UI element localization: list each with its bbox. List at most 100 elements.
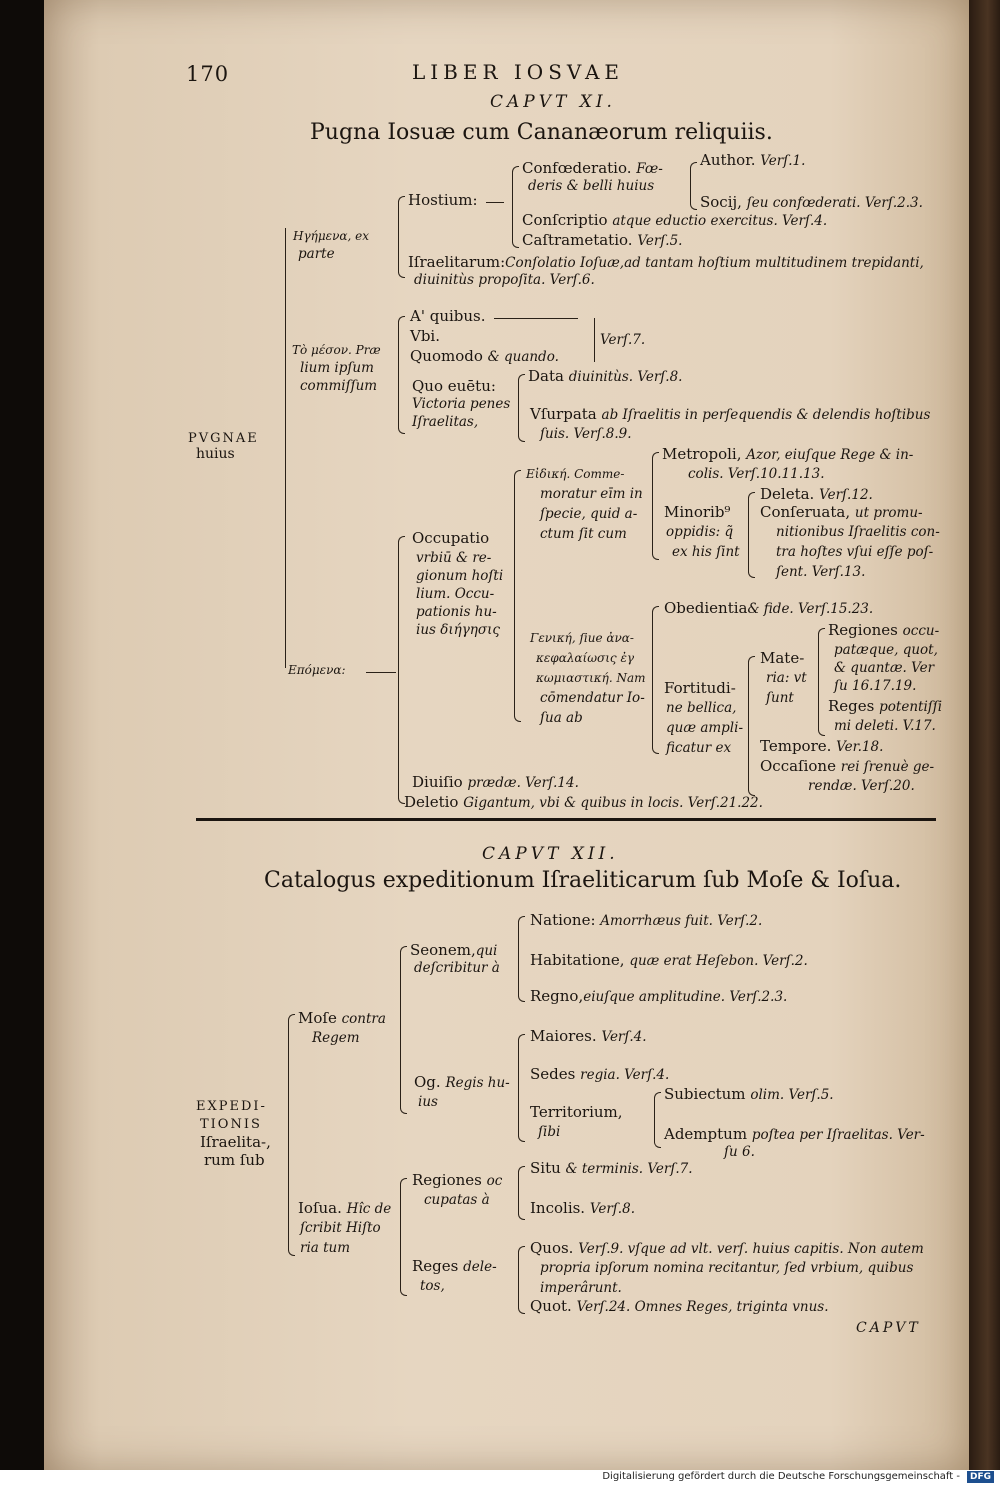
ademptum-2: ſu 6. [724, 1144, 755, 1160]
bracket-territorium [654, 1092, 661, 1148]
reges-2: mi deleti. V.17. [834, 718, 936, 734]
genike-3: κωμιαστική. Nam [536, 671, 646, 685]
ademptum-desc: poſtea per Iſraelitas. Ver- [751, 1127, 925, 1143]
occupatio-6: ius διήγησις [416, 622, 500, 638]
fortitudine-2: ne bellica, [666, 700, 737, 716]
og-ius: ius [418, 1094, 438, 1110]
bracket-occupatio [514, 470, 521, 722]
catchword: CAPVT [856, 1320, 921, 1336]
occupatio: Occupatio [412, 529, 490, 547]
minorib: Minorib⁹ [664, 503, 731, 521]
chapter-11-title: Pugna Iosuæ cum Cananæorum reliquiis. [310, 120, 773, 145]
confoederatio: Confœderatio. [522, 159, 632, 177]
vbi: Vbi. [410, 327, 440, 345]
regiones-2: patæque, quot, [834, 642, 938, 658]
a-quibus-line [494, 318, 578, 319]
sedes: Sedes [530, 1065, 576, 1083]
materia-2: ria: vt [766, 670, 807, 686]
reges-dele: dele- [463, 1259, 497, 1275]
victoria: Victoria penes [412, 396, 511, 412]
middle-label-2: lium ipſum [300, 360, 374, 376]
foederis-belli: deris & belli huius [528, 178, 655, 194]
quot-desc: Verſ.24. Omnes Reges, triginta vnus. [576, 1299, 829, 1315]
fortitudine-4: ficatur ex [666, 740, 732, 756]
bracket-pugnae [285, 228, 286, 668]
foederis: Fœ- [636, 161, 663, 177]
quot: Quot. [530, 1297, 572, 1315]
genike-2: κεφαλαίωσις ἐγ [536, 651, 635, 665]
mose-contra: contra [341, 1011, 386, 1027]
bracket-materia [818, 628, 825, 736]
tempore-vers: Ver.18. [836, 739, 884, 755]
materia-3: ſunt [766, 690, 794, 706]
territorium-sibi: ſibi [538, 1124, 561, 1140]
bracket-regiones [518, 1166, 525, 1220]
seonem-desc: deſcribitur à [414, 960, 500, 976]
reges: Reges [828, 697, 875, 715]
page-number: 170 [186, 62, 230, 86]
eidike-4: ctum ſit cum [540, 526, 627, 542]
maiores: Maiores. [530, 1027, 597, 1045]
mose-regem: Regem [312, 1030, 360, 1046]
epomena-label: Επόμενα: [288, 663, 346, 677]
quos-desc: Verſ.9. vſque ad vlt. verſ. huius capiti… [578, 1241, 924, 1257]
vsurpata-desc: ab Iſraelitis in perſequendis & delendis… [601, 407, 931, 423]
consolatio: Conſolatio Ioſuæ,ad tantam hoſtium multi… [505, 255, 924, 271]
regno-desc: eiuſque amplitudine. Verſ.2.3. [583, 989, 788, 1005]
tempore: Tempore. [760, 737, 832, 755]
quos-2: propria ipſorum nomina recitantur, ſed v… [540, 1260, 914, 1276]
regiones-occ: occu- [902, 623, 940, 639]
ademptum: Ademptum [664, 1125, 748, 1143]
bracket-hostium [512, 166, 519, 248]
iosua: Ioſua. [298, 1199, 342, 1217]
vers7: Verſ.7. [600, 332, 646, 348]
iosua-2: ſcribit Hiſto [300, 1220, 381, 1236]
bracket-middle [398, 316, 405, 434]
habitatione: Habitatione, [530, 951, 625, 969]
occasione-2: rendæ. Verſ.20. [808, 778, 915, 794]
territorium: Territorium, [530, 1103, 623, 1121]
data-desc: diuinitùs. Verſ.8. [568, 369, 683, 385]
hostium-dash [486, 202, 504, 203]
castrametatio-vers: Verſ.5. [637, 233, 683, 249]
deletio: Deletio [404, 793, 459, 811]
vsurpata-vers: ſuis. Verſ.8.9. [540, 426, 632, 442]
seonem: Seonem, [410, 941, 476, 959]
iosua-3: ria tum [300, 1240, 351, 1256]
intro-label: Ηγήμενα, ex [293, 229, 369, 243]
materia: Mate- [760, 649, 805, 667]
bracket-seonem [518, 916, 525, 1002]
subiectum-desc: olim. Verſ.5. [750, 1087, 834, 1103]
bracket-genike [652, 606, 659, 754]
conseruata-2: nitionibus Iſraelitis con- [776, 524, 940, 540]
israelitarum: Iſraelitarum: [408, 253, 506, 271]
socij-desc: ſeu confœderati. Verſ.2.3. [746, 195, 923, 211]
regno: Regno, [530, 987, 584, 1005]
bracket-mose [400, 946, 407, 1114]
bracket-euentu [518, 374, 525, 442]
minorib-3: ex his ſint [672, 544, 740, 560]
bracket-expeditionis [288, 1014, 295, 1256]
fortitudine: Fortitudi- [664, 679, 736, 697]
genike-5: ſua ab [540, 710, 583, 726]
diuisio: Diuiſio [412, 773, 463, 791]
bracket-confoederatio [690, 162, 697, 210]
conscriptio-desc: atque eductio exercitus. Verſ.4. [612, 213, 828, 229]
fortitudine-3: quæ ampli- [666, 720, 744, 736]
minorib-2: oppidis: q̃ [666, 524, 734, 540]
bracket-vers7 [594, 318, 595, 362]
root-pugnae: PVGNAE [188, 431, 259, 446]
sedes-desc: regia. Verſ.4. [580, 1067, 670, 1083]
situ: Situ [530, 1159, 561, 1177]
bracket-intro [398, 196, 405, 278]
castrametatio: Caſtrametatio. [522, 231, 633, 249]
seonem-qui: qui [475, 943, 498, 959]
middle-label-3: commiſſum [300, 378, 378, 394]
hostium-label: Hostium: [408, 191, 478, 209]
quo-euentu: Quo euētu: [412, 377, 496, 395]
regiones-oc: Regiones [412, 1171, 482, 1189]
bracket-fortitudine [748, 656, 755, 796]
dfg-logo: DFG [966, 1471, 994, 1483]
conseruata-4: ſent. Verſ.13. [776, 564, 866, 580]
root-tionis: TIONIS [200, 1117, 262, 1132]
